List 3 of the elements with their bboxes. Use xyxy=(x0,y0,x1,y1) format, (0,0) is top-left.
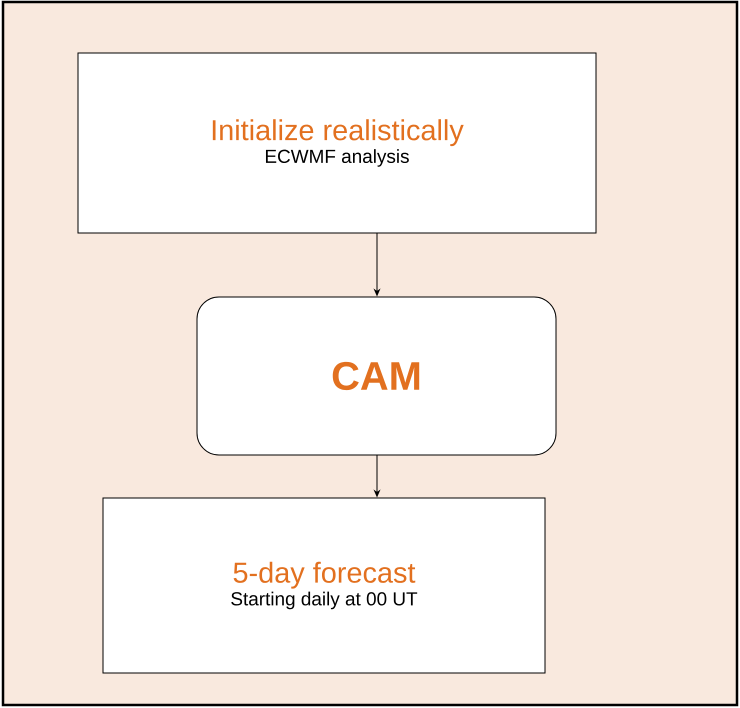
rounded-box: CAM xyxy=(196,296,556,456)
process-box: 5-day forecast Starting daily at 00 UT xyxy=(102,497,546,674)
process-box: Initialize realistically ECWMF analysis xyxy=(78,52,596,234)
